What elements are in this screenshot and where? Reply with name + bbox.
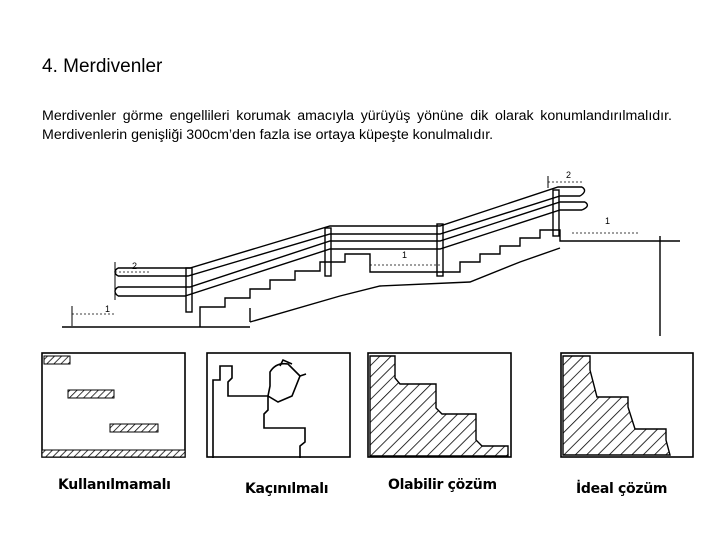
lower-flight-steps <box>199 229 680 327</box>
panel-kullanilmamali <box>41 352 186 458</box>
panel-ideal <box>560 352 694 458</box>
panel-kacinilmali <box>206 352 351 458</box>
caption-kullanilmamali: Kullanılmamalı <box>58 477 171 493</box>
upper-handrail <box>118 186 582 269</box>
body-paragraph: Merdivenler görme engellileri korumak am… <box>42 108 672 143</box>
lower-handrail <box>118 201 585 288</box>
panel-olabilir <box>367 352 512 458</box>
step-details-diagram <box>41 352 694 458</box>
caption-kacinilmali: Kaçınılmalı <box>245 481 329 497</box>
dim-label: 1 <box>605 216 610 226</box>
dim-label: 1 <box>402 250 407 260</box>
stair-slab-underside <box>249 247 561 323</box>
caption-ideal: İdeal çözüm <box>576 481 668 497</box>
stair-handrail-diagram: 2 1 2 1 1 <box>62 170 680 336</box>
handrail-post <box>185 267 193 313</box>
dim-label: 2 <box>132 261 137 271</box>
dim-label: 2 <box>566 170 571 180</box>
dim-label: 1 <box>105 304 110 314</box>
section-heading: 4. Merdivenler <box>42 56 163 77</box>
caption-olabilir: Olabilir çözüm <box>388 477 497 493</box>
